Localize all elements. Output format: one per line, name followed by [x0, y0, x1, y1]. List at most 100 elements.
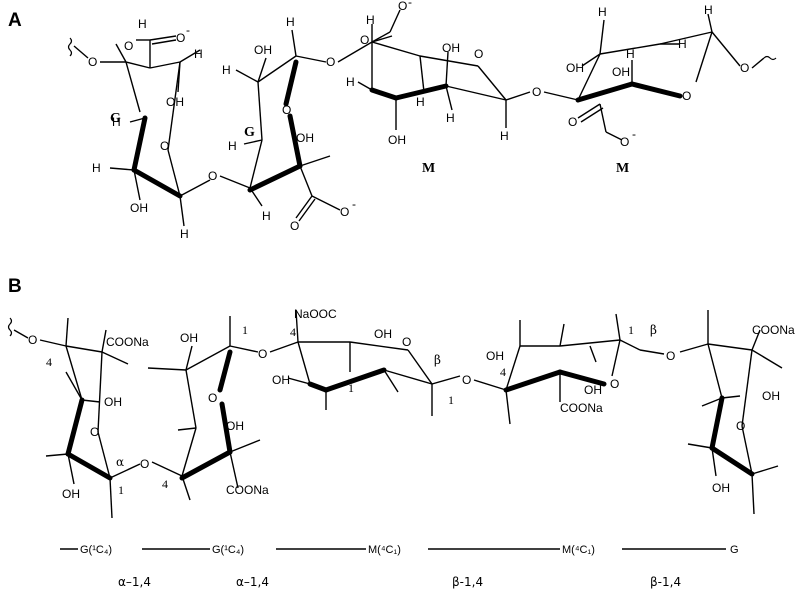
atom-h: H	[366, 13, 375, 27]
atom-o: O	[620, 135, 629, 149]
linkage-2: α–1,4	[236, 575, 269, 589]
atom-o: O	[360, 33, 369, 47]
atom-h: H	[112, 115, 121, 129]
atom-oh: OH	[374, 327, 392, 341]
atom-oh: OH	[104, 395, 122, 409]
atom-coona: COONa	[752, 323, 795, 337]
atom-o-link: O	[208, 169, 217, 183]
atom-h: H	[228, 139, 237, 153]
chain-unit-2: G(¹C₄)	[212, 544, 244, 556]
atom-h: H	[704, 3, 713, 17]
position-beta: β	[650, 323, 657, 337]
atom-o-link: O	[740, 61, 749, 75]
position-1: 1	[628, 323, 634, 337]
atom-coona: COONa	[106, 335, 149, 349]
atom-oh: OH	[486, 349, 504, 363]
atom-o-ring: O	[90, 425, 99, 439]
atom-oh: OH	[566, 61, 584, 75]
chain-unit-1: G(¹C₄)	[80, 544, 112, 556]
chain-unit-5: G	[730, 544, 739, 556]
atom-o-ring: O	[736, 419, 745, 433]
atom-h: H	[346, 75, 355, 89]
atom-oh: OH	[166, 95, 184, 109]
atom-h: H	[92, 161, 101, 175]
atom-o: O	[568, 115, 577, 129]
bond-bold	[131, 167, 183, 199]
atom-o-ring: O	[474, 47, 483, 61]
m-residue-2-b	[473, 313, 665, 425]
g-residue-2-b	[147, 316, 261, 501]
bond-bold	[557, 369, 607, 387]
atom-charge: -	[632, 127, 636, 141]
atom-h: H	[446, 111, 455, 125]
atom-o: O	[176, 31, 185, 45]
atom-oh: OH	[226, 419, 244, 433]
atom-h: H	[222, 63, 231, 77]
atom-coona: COONa	[226, 483, 269, 497]
g-residue-2	[219, 29, 341, 222]
atom-o: O	[28, 333, 37, 347]
m-residue-2	[543, 13, 741, 141]
bond	[751, 57, 765, 69]
atom-oh: OH	[712, 481, 730, 495]
atom-h: H	[286, 15, 295, 29]
chain-unit-3: M(⁴C₁)	[368, 544, 401, 556]
atom-o-ring: O	[610, 377, 619, 391]
atom-oh: OH	[388, 133, 406, 147]
atom-h: H	[180, 227, 189, 241]
atom-o-ring: O	[208, 391, 217, 405]
ring-label-g2: G	[244, 125, 255, 140]
ring-label-g1: G	[110, 111, 121, 126]
chain-end-wavy-left	[7, 317, 13, 337]
atom-o-link: O	[326, 55, 335, 69]
atom-oh: OH	[62, 487, 80, 501]
position-1: 1	[348, 381, 354, 395]
g-residue-1-b	[45, 317, 141, 519]
bond-bold	[323, 367, 387, 393]
linkage-4: β-1,4	[650, 575, 681, 589]
atom-coona: COONa	[560, 401, 603, 415]
atom-h: H	[194, 47, 203, 61]
atom-h: H	[678, 37, 687, 51]
atom-charge: -	[352, 197, 356, 211]
atom-o: O	[290, 219, 299, 233]
atom-oh: OH	[584, 383, 602, 397]
m-residue-1-b	[269, 309, 461, 416]
panel-a-label: A	[8, 10, 22, 31]
atom-oh: OH	[442, 41, 460, 55]
panel-a: A O H O O	[8, 0, 777, 241]
bond-bold	[575, 81, 635, 103]
atom-o-ring: O	[160, 139, 169, 153]
position-1: 1	[118, 483, 124, 497]
atom-h: H	[626, 47, 635, 61]
bond-bold	[283, 59, 299, 107]
bond-bold	[709, 445, 755, 477]
chain-unit-4: M(⁴C₁)	[562, 544, 595, 556]
atom-h: H	[500, 129, 509, 143]
atom-o-link: O	[462, 373, 471, 387]
atom-charge: -	[408, 0, 412, 9]
ring-label-m1: M	[422, 161, 435, 176]
position-1: 1	[242, 323, 248, 337]
chain-end-wavy-left	[67, 37, 73, 57]
atom-h: H	[138, 17, 147, 31]
chain-end-wavy-right	[763, 55, 777, 61]
panel-b: B O 4 COONa OH O OH α 1 O	[7, 276, 795, 589]
position-4: 4	[46, 355, 52, 369]
linkage-3: β-1,4	[452, 575, 483, 589]
atom-o: O	[398, 0, 407, 13]
bond-bold	[65, 397, 85, 457]
atom-oh: OH	[296, 131, 314, 145]
position-beta: β	[434, 353, 441, 367]
position-alpha: α	[116, 455, 124, 469]
bond-bold	[217, 349, 233, 393]
atom-oh: OH	[254, 43, 272, 57]
bond	[13, 329, 29, 339]
bond	[39, 339, 67, 347]
bond	[73, 45, 89, 59]
position-4: 4	[162, 477, 168, 491]
atom-h: H	[416, 95, 425, 109]
atom-oh: OH	[612, 65, 630, 79]
atom-o-ring: O	[282, 103, 291, 117]
